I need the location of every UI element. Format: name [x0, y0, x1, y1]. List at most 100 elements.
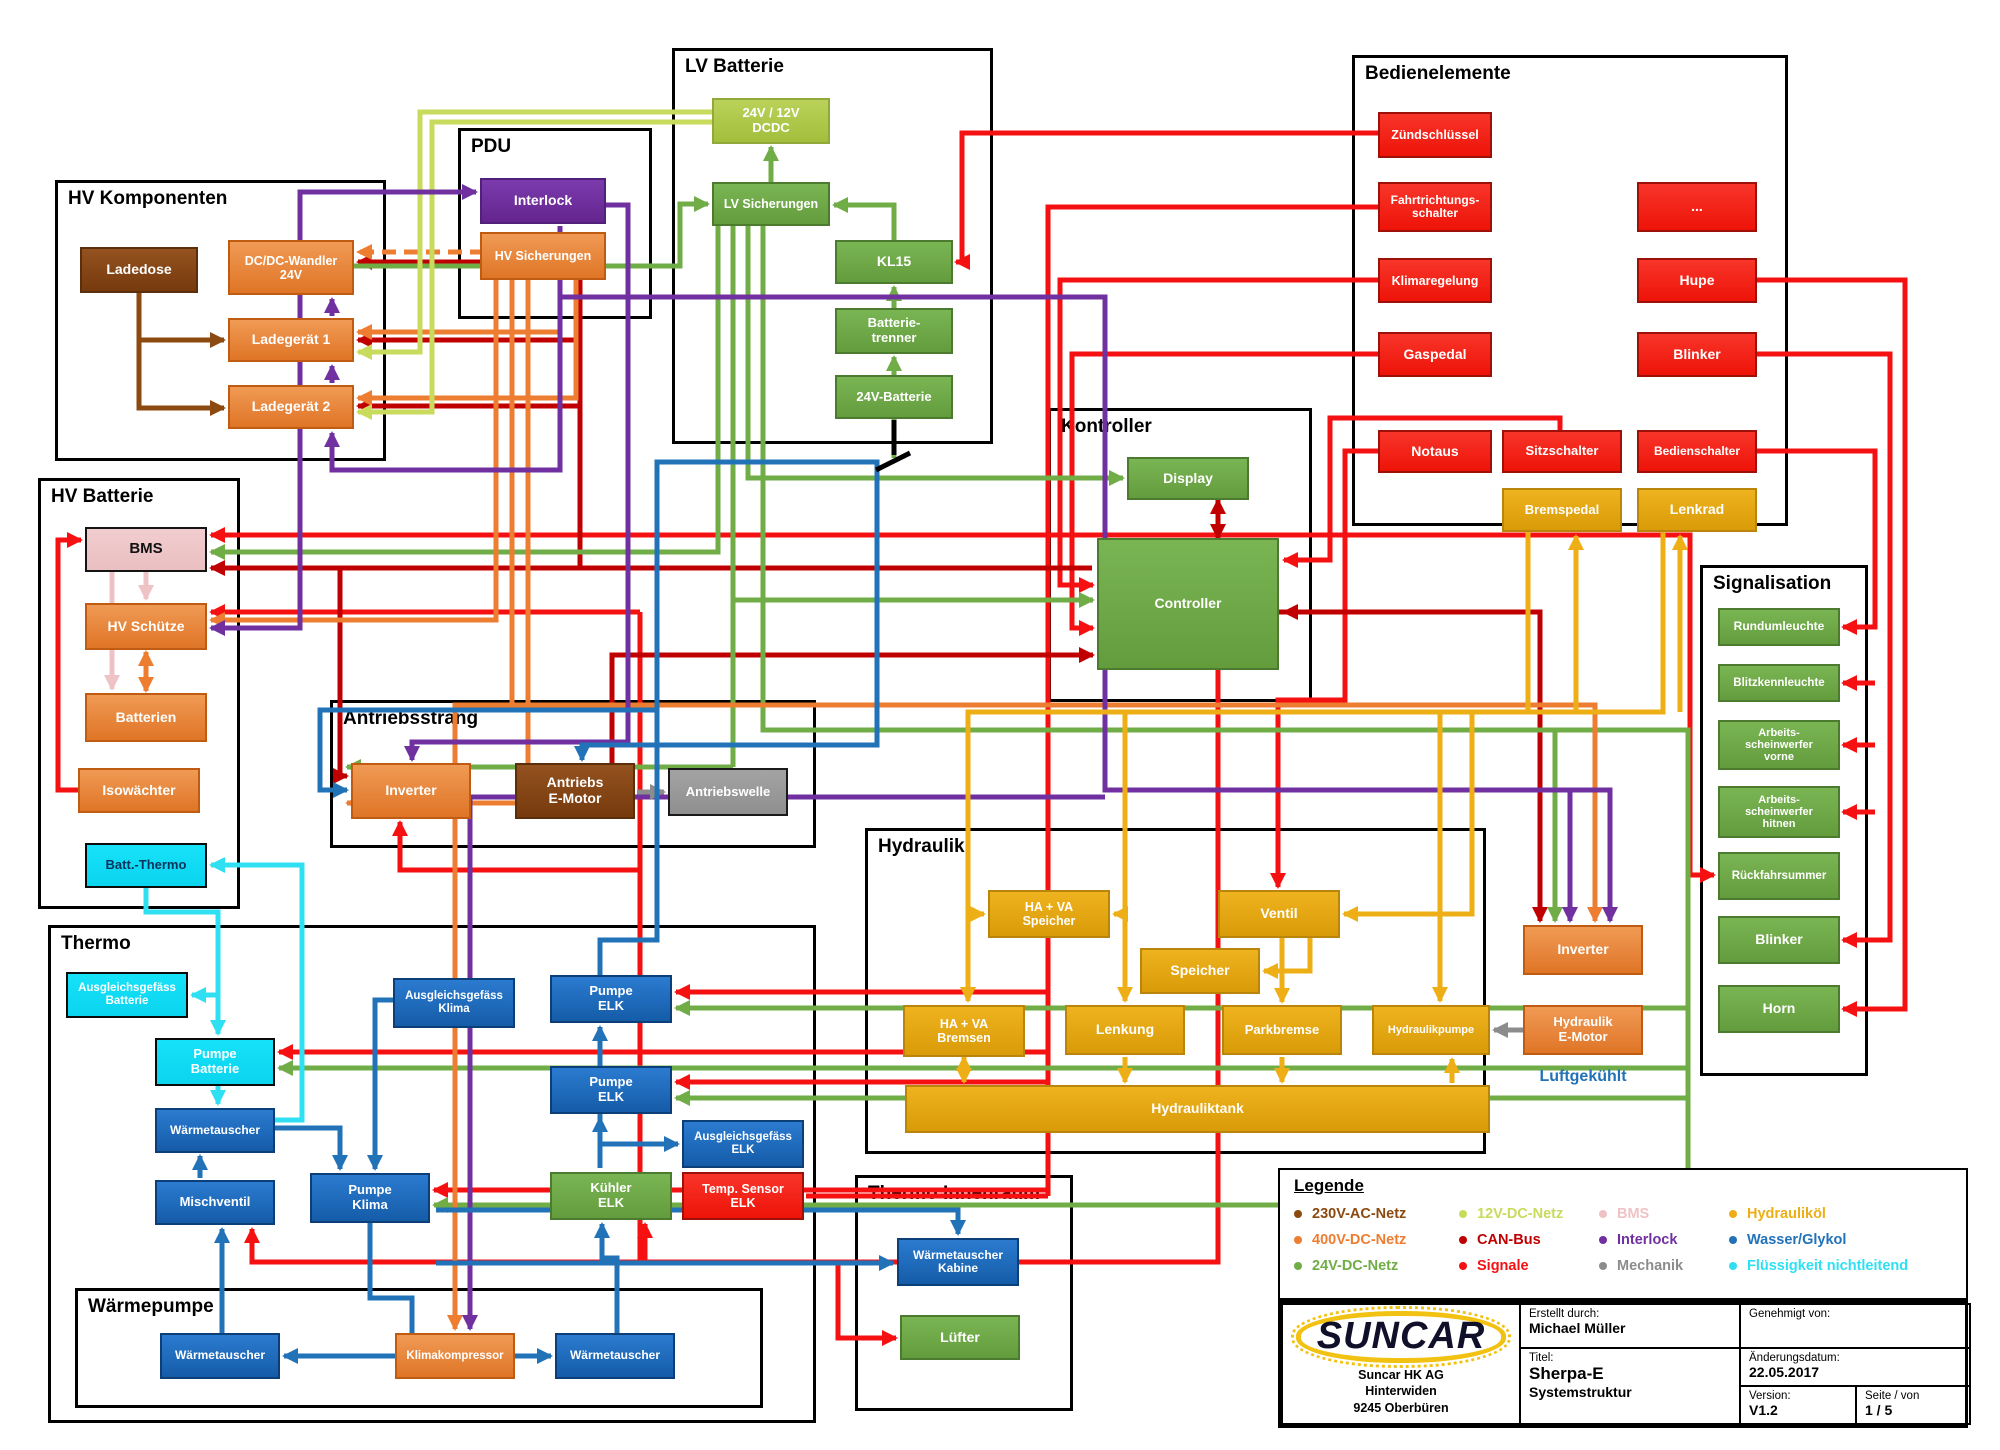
- change-date-value: 22.05.2017: [1749, 1364, 1820, 1380]
- group-label-lv-batterie: LV Batterie: [685, 56, 784, 77]
- page-value: 1 / 5: [1865, 1402, 1893, 1418]
- legend-color-dot-icon: [1294, 1262, 1302, 1270]
- node-lenkung: Lenkung: [1065, 1005, 1185, 1055]
- node-hydrauliktank: Hydrauliktank: [905, 1085, 1490, 1133]
- title-block: SUNCAR Suncar HK AG Hinterwiden 9245 Obe…: [1278, 1300, 1971, 1428]
- node-dcdc-wandler-24v: DC/DC-Wandler 24V: [228, 240, 354, 295]
- group-label-hv-batterie: HV Batterie: [51, 486, 154, 507]
- legend-color-dot-icon: [1729, 1210, 1737, 1218]
- node-antriebswelle: Antriebswelle: [668, 768, 788, 816]
- node-waermetauscher-kabine: Wärmetauscher Kabine: [897, 1238, 1019, 1286]
- node-ausgleichsgefaess-klima: Ausgleichsgefäss Klima: [393, 978, 515, 1028]
- document-title-label: Titel:: [1529, 1352, 1554, 1364]
- group-label-signalisation: Signalisation: [1713, 573, 1832, 594]
- node-gaspedal: Gaspedal: [1378, 332, 1492, 377]
- legend-item-label: BMS: [1617, 1206, 1650, 1222]
- legend-item-12v-dc-netz: 12V-DC-Netz: [1459, 1206, 1599, 1222]
- node-bremspedal: Bremspedal: [1502, 488, 1622, 532]
- legend-color-dot-icon: [1599, 1210, 1607, 1218]
- node-rueckfahrsummer: Rückfahrsummer: [1718, 852, 1840, 900]
- legend-item-label: Mechanik: [1617, 1258, 1684, 1274]
- legend-item-24v-dc-netz: 24V-DC-Netz: [1294, 1258, 1459, 1274]
- node-mischventil: Mischventil: [155, 1180, 275, 1225]
- node-blinker-bedien: Blinker: [1637, 332, 1757, 377]
- node-ventil: Ventil: [1218, 890, 1340, 938]
- title-block-logo-cell: SUNCAR Suncar HK AG Hinterwiden 9245 Obe…: [1281, 1303, 1521, 1425]
- node-klimakompressor: Klimakompressor: [395, 1333, 515, 1379]
- group-thermo-innenraum: Thermo Innenraum: [855, 1175, 1073, 1411]
- legend-title: Legende: [1294, 1176, 1364, 1195]
- approved-by-label: Genehmigt von:: [1749, 1308, 1831, 1320]
- legend-color-dot-icon: [1294, 1210, 1302, 1218]
- node-temp-sensor-elk: Temp. Sensor ELK: [682, 1172, 804, 1220]
- node-klimaregelung: Klimaregelung: [1378, 258, 1492, 303]
- page-cell: Seite / von 1 / 5: [1855, 1385, 1971, 1425]
- node-speicher: Speicher: [1140, 948, 1260, 994]
- node-rundumleuchte: Rundumleuchte: [1718, 608, 1840, 646]
- change-date-cell: Änderungsdatum: 22.05.2017: [1739, 1347, 1971, 1387]
- legend-item-can-bus: CAN-Bus: [1459, 1232, 1599, 1248]
- node-zuendschluessel: Zündschlüssel: [1378, 112, 1492, 158]
- legend-item-label: 230V-AC-Netz: [1312, 1206, 1407, 1222]
- approved-by-cell: Genehmigt von:: [1739, 1303, 1971, 1349]
- group-label-waermepumpe: Wärmepumpe: [88, 1296, 214, 1317]
- node-batterie-trenner: Batterie- trenner: [835, 308, 953, 354]
- legend-item-label: 24V-DC-Netz: [1312, 1258, 1399, 1274]
- node-dots: ...: [1637, 182, 1757, 232]
- company-address: Suncar HK AG Hinterwiden 9245 Oberbüren: [1353, 1367, 1448, 1418]
- node-parkbremse: Parkbremse: [1222, 1005, 1342, 1055]
- document-title-cell: Titel: Sherpa-E Systemstruktur: [1519, 1347, 1741, 1425]
- document-subtitle-value: Systemstruktur: [1529, 1384, 1632, 1400]
- legend-item-interlock: Interlock: [1599, 1232, 1729, 1248]
- group-label-hv-komponenten: HV Komponenten: [68, 188, 228, 209]
- node-waermetauscher-wp-links: Wärmetauscher: [160, 1333, 280, 1379]
- node-interlock: Interlock: [480, 178, 606, 224]
- node-ha-va-bremsen: HA + VA Bremsen: [903, 1005, 1025, 1057]
- node-blitzkennleuchte: Blitzkennleuchte: [1718, 664, 1840, 702]
- version-cell: Version: V1.2: [1739, 1385, 1857, 1425]
- node-kl15: KL15: [835, 240, 953, 284]
- node-display: Display: [1127, 457, 1249, 500]
- node-blinker-signal: Blinker: [1718, 916, 1840, 964]
- legend-item-230v-ac-netz: 230V-AC-Netz: [1294, 1206, 1459, 1222]
- node-ha-va-speicher: HA + VA Speicher: [988, 890, 1110, 938]
- node-hv-sicherungen: HV Sicherungen: [480, 232, 606, 280]
- legend-item-label: Hydrauliköl: [1747, 1206, 1826, 1222]
- node-horn: Horn: [1718, 985, 1840, 1033]
- node-hupe: Hupe: [1637, 258, 1757, 303]
- legend-color-dot-icon: [1294, 1236, 1302, 1244]
- created-by-label: Erstellt durch:: [1529, 1308, 1600, 1320]
- legend-item-label: 12V-DC-Netz: [1477, 1206, 1564, 1222]
- company-name: Suncar HK AG: [1358, 1367, 1444, 1382]
- legend-color-dot-icon: [1459, 1210, 1467, 1218]
- company-street: Hinterwiden: [1365, 1384, 1437, 1399]
- change-date-label: Änderungsdatum:: [1749, 1352, 1840, 1364]
- created-by-value: Michael Müller: [1529, 1320, 1626, 1336]
- node-lenkrad: Lenkrad: [1637, 488, 1757, 532]
- node-bedienschalter: Bedienschalter: [1637, 430, 1757, 473]
- node-ladegeraet-2: Ladegerät 2: [228, 385, 354, 429]
- node-waermetauscher-wp-rechts: Wärmetauscher: [555, 1333, 675, 1379]
- company-city: 9245 Oberbüren: [1353, 1401, 1449, 1416]
- legend-color-dot-icon: [1459, 1236, 1467, 1244]
- node-batterie-24v: 24V-Batterie: [835, 375, 953, 419]
- node-batt-thermo: Batt.-Thermo: [85, 843, 207, 888]
- node-ladedose: Ladedose: [80, 247, 198, 293]
- node-hydraulik-e-motor: Hydraulik E-Motor: [1523, 1005, 1643, 1055]
- node-batterien: Batterien: [85, 693, 207, 742]
- page-label: Seite / von: [1865, 1390, 1920, 1402]
- node-pumpe-elk-1: Pumpe ELK: [550, 975, 672, 1023]
- node-hydraulikpumpe: Hydraulikpumpe: [1372, 1005, 1490, 1055]
- node-pumpe-batterie: Pumpe Batterie: [155, 1038, 275, 1086]
- node-antriebs-e-motor: Antriebs E-Motor: [515, 763, 635, 819]
- node-fahrtrichtungsschalter: Fahrtrichtungs- schalter: [1378, 182, 1492, 232]
- annotation-luftgekuehlt: Luftgekühlt: [1539, 1068, 1627, 1085]
- legend-color-dot-icon: [1729, 1236, 1737, 1244]
- legend-item-mechanik: Mechanik: [1599, 1258, 1729, 1274]
- legend-color-dot-icon: [1599, 1262, 1607, 1270]
- legend-item-signale: Signale: [1459, 1258, 1599, 1274]
- connection-hyd-79: [1528, 532, 1666, 715]
- group-label-kontroller: Kontroller: [1061, 416, 1152, 437]
